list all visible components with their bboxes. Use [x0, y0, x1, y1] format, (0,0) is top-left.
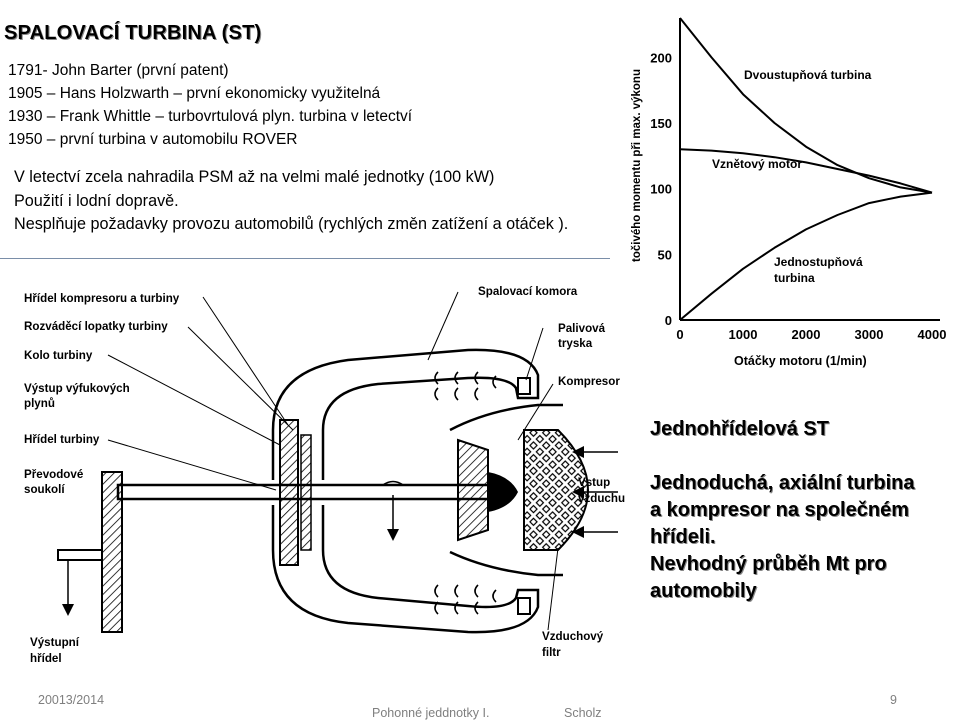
label-air-inlet-line1: Vstup [578, 476, 610, 489]
label-combustion-chamber: Spalovací komora [478, 285, 578, 298]
chart-y-tick-label: 200 [650, 50, 672, 65]
label-exhaust-line2: plynů [24, 397, 55, 410]
right-text-line: Jednoduchá, axiální turbina [650, 472, 915, 494]
flame-arrows-upper [434, 371, 497, 401]
air-filter [523, 429, 590, 551]
chart-series-label-jednostupnova-line2: turbina [774, 271, 815, 285]
label-fuel-nozzle: Palivová tryska [558, 322, 608, 350]
label-air-filter: Vzduchový filtr [542, 630, 606, 659]
chart-series-line [679, 148, 933, 194]
footer-author: Scholz [564, 706, 602, 720]
description-line: V letectví zcela nahradila PSM až na vel… [14, 168, 495, 186]
history-item: 1930 – Frank Whittle – turbovrtulová ply… [8, 108, 413, 125]
label-compressor: Kompresor [558, 375, 620, 388]
right-text: Jednoduchá, axiální turbina a kompresor … [650, 470, 915, 605]
chart-x-tick-label: 2000 [792, 327, 821, 342]
chart-xlabel: Otáčky motoru (1/min) [734, 354, 867, 368]
label-turbine-wheel: Kolo turbiny [24, 349, 93, 362]
torque-chart: 0 1000 2000 3000 4000 0 50 100 150 200 točivého m… [622, 0, 960, 380]
history-item: 1950 – první turbina v automobilu ROVER [8, 131, 298, 148]
label-gearbox-line2: soukolí [24, 483, 65, 496]
chart-series-line [679, 17, 933, 194]
fuel-nozzle-lower [517, 597, 531, 615]
label-gearbox-line1: Převodové [24, 468, 84, 481]
compressor-housing-lower [449, 550, 563, 577]
description: V letectví zcela nahradila PSM až na vel… [14, 166, 604, 237]
fuel-nozzle-upper [517, 377, 531, 395]
turbine-diagram: Hřídel kompresoru a turbiny Rozváděcí lo… [24, 285, 625, 665]
right-text-line: automobily [650, 580, 757, 602]
chart-x-tick-label: 3000 [855, 327, 884, 342]
turbine-disc-2 [300, 434, 312, 551]
label-gearbox: Převodové soukolí [24, 468, 87, 496]
flame-arrows-lower [434, 584, 497, 615]
compressor-housing [449, 403, 563, 432]
right-title: Jednohřídelová ST [650, 418, 829, 440]
label-air-inlet-line2: vzduchu [578, 492, 625, 505]
label-exhaust: Výstup výfukových plynů [24, 382, 133, 410]
label-fuel-nozzle-line2: tryska [558, 337, 593, 350]
label-output-shaft: Výstupní hřídel [30, 636, 82, 665]
turbine-disc [279, 419, 299, 566]
label-shaft-compressor-turbine: Hřídel kompresoru a turbiny [24, 292, 180, 305]
chart-y-tick-label: 150 [650, 116, 672, 131]
chart-series-label-dvoustupnova: Dvoustupňová turbina [744, 68, 872, 82]
description-line: Nesplňuje požadavky provozu automobilů (… [14, 215, 569, 233]
right-text-line: Nevhodný průběh Mt pro [650, 553, 887, 575]
label-air-filter-line1: Vzduchový [542, 630, 604, 643]
description-line: Použití i lodní dopravě. [14, 191, 179, 210]
chart-y-tick-label: 0 [665, 313, 672, 328]
divider [0, 258, 610, 259]
label-turbine-shaft: Hřídel turbiny [24, 433, 100, 446]
footer-page-number: 9 [890, 693, 897, 707]
chart-series-label-jednostupnova-line1: Jednostupňová [774, 255, 863, 269]
right-text-line: hřídeli. [650, 526, 716, 548]
chart-series-label-jednostupnova: Jednostupňová turbina [774, 255, 866, 285]
chart-y-tick-label: 100 [650, 182, 672, 197]
chart-x-tick-label: 4000 [918, 327, 947, 342]
label-output-shaft-line1: Výstupní [30, 636, 80, 649]
chart-x-tick-label: 0 [676, 327, 683, 342]
history-item: 1791- John Barter (první patent) [8, 62, 229, 79]
label-air-inlet: Vstup vzduchu [578, 476, 625, 505]
label-exhaust-line1: Výstup výfukových [24, 382, 130, 395]
combustion-casing-lower [271, 505, 540, 634]
label-fuel-nozzle-line1: Palivová [558, 322, 606, 335]
chart-y-tick-label: 50 [658, 247, 672, 262]
chart-series-label-vznetovy: Vznětový motor [712, 157, 802, 171]
chart-series-line [679, 191, 933, 321]
page-title: SPALOVACÍ TURBINA (ST) [4, 22, 262, 44]
label-air-filter-line2: filtr [542, 646, 561, 659]
compressor-nose [488, 472, 518, 512]
label-output-shaft-line2: hřídel [30, 652, 62, 665]
combustion-casing-upper [271, 348, 540, 480]
chart-x-tick-label: 1000 [729, 327, 758, 342]
compressor-wheel [457, 438, 489, 542]
gear-large [101, 471, 123, 633]
gear-small [57, 549, 103, 561]
right-text-line: a kompresor na společném [650, 499, 909, 521]
history-list: 1791- John Barter (první patent) 1905 – … [8, 59, 412, 151]
footer-date: 20013/2014 [38, 693, 105, 707]
label-guide-vanes: Rozváděcí lopatky turbiny [24, 320, 168, 333]
footer-course: Pohonné jeddnotky I. [372, 706, 490, 720]
history-item: 1905 – Hans Holzwarth – první ekonomicky… [8, 85, 381, 102]
chart-ylabel: točivého momentu při max. výkonu [631, 69, 643, 262]
